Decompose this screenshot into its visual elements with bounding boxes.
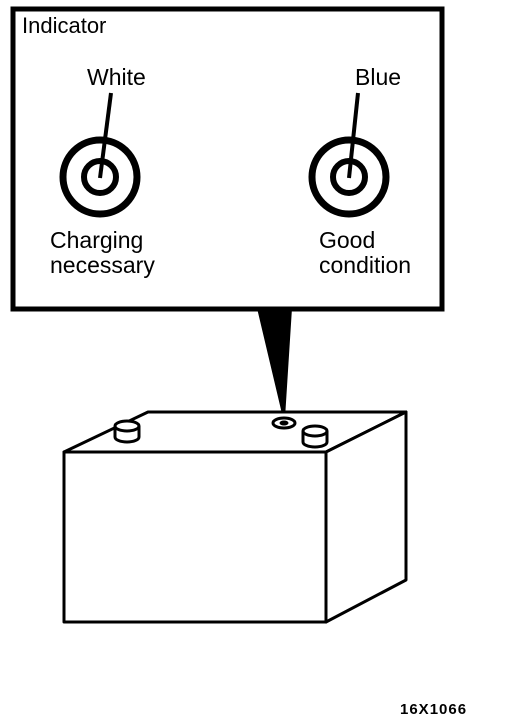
blue-status-line-2: condition xyxy=(319,252,411,278)
blue-indicator xyxy=(308,92,390,218)
blue-status-line-1: Good xyxy=(319,227,375,253)
indicator-title: Indicator xyxy=(22,13,106,38)
white-color-label: White xyxy=(87,64,146,90)
white-indicator xyxy=(59,92,141,218)
indicator-box xyxy=(10,6,445,312)
blue-color-label: Blue xyxy=(355,64,401,90)
white-leader-line xyxy=(98,92,113,179)
white-status-line-2: necessary xyxy=(50,252,155,278)
battery-front-face xyxy=(62,450,328,624)
callout-pointer xyxy=(257,307,292,419)
battery-terminal-right xyxy=(301,424,329,449)
figure-reference-code: 16X1066 xyxy=(400,701,467,718)
white-status-line-1: Charging xyxy=(50,227,143,253)
blue-indicator-outer-ring xyxy=(308,136,390,218)
battery-terminal-left xyxy=(113,419,141,444)
white-indicator-outer-ring xyxy=(59,136,141,218)
battery xyxy=(62,410,408,624)
battery-charge-indicator-center xyxy=(279,420,289,426)
blue-leader-line xyxy=(347,92,360,179)
white-indicator-inner-ring xyxy=(81,158,119,196)
